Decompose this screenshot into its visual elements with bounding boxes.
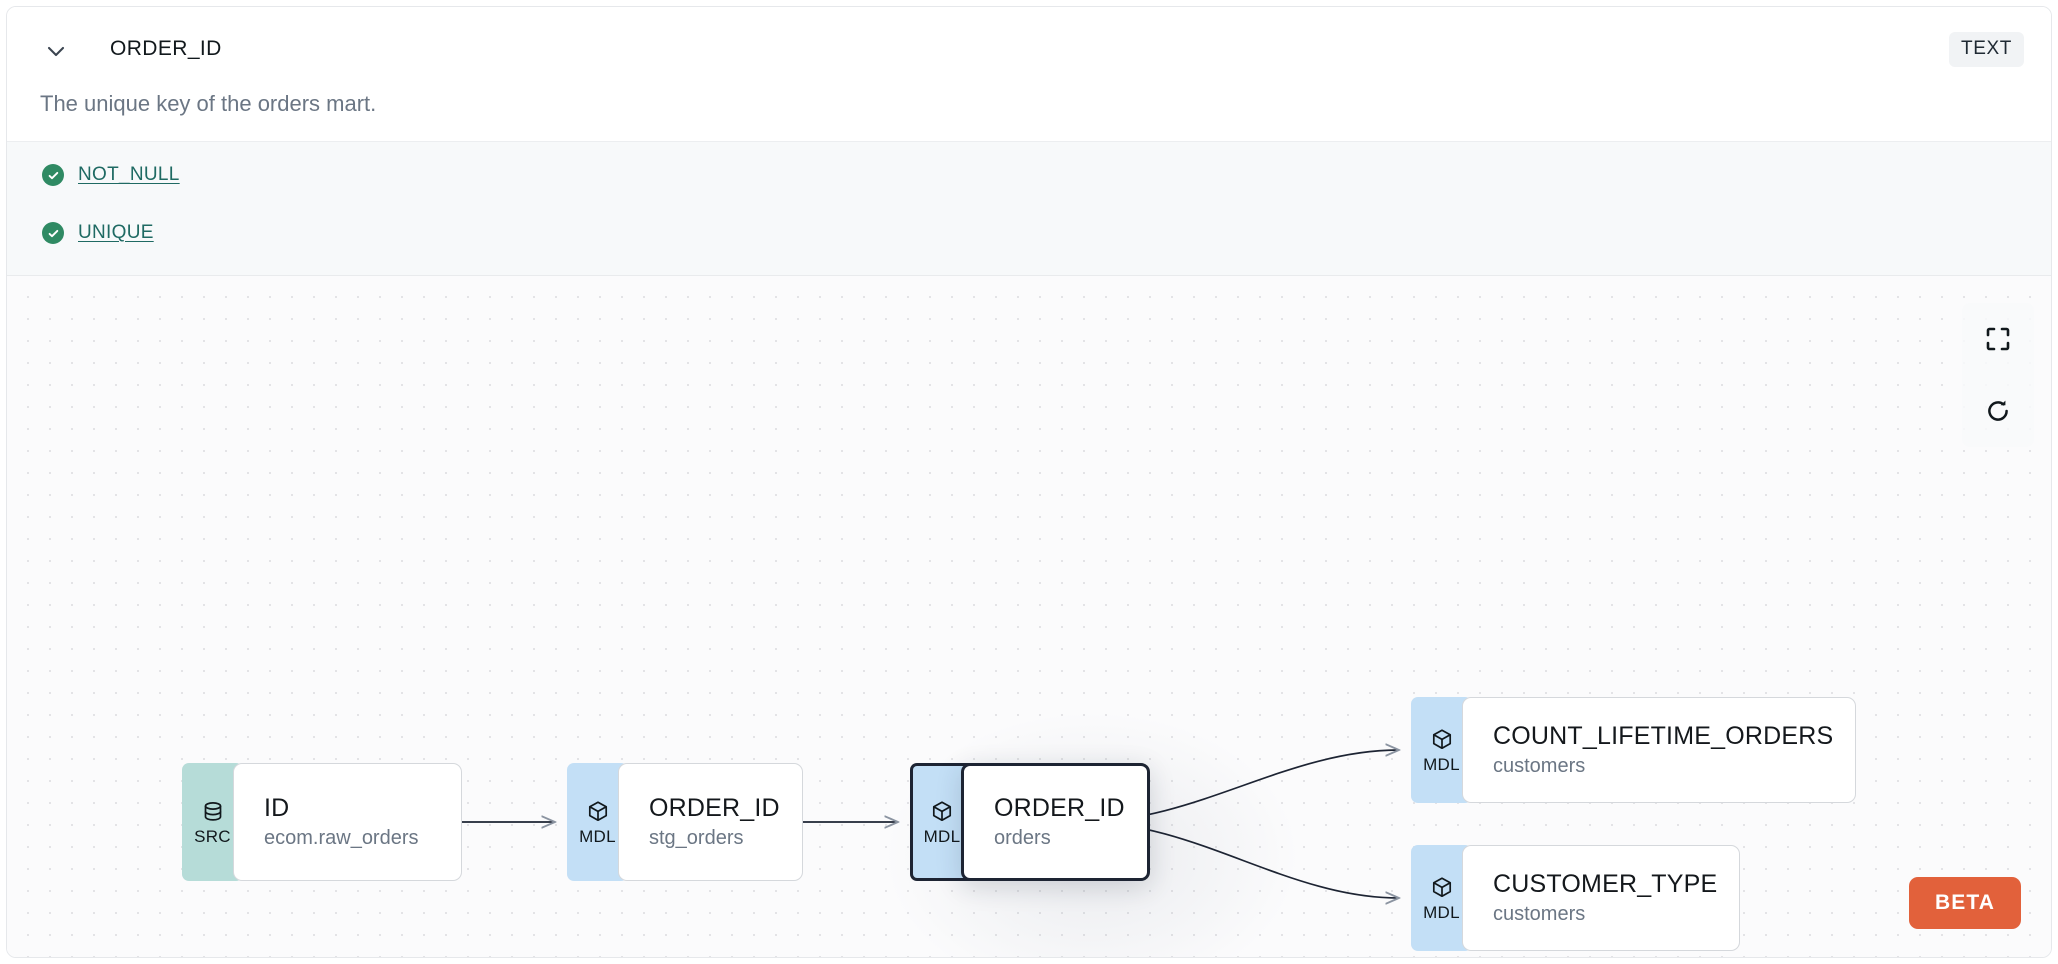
node-title: CUSTOMER_TYPE <box>1493 870 1718 898</box>
check-circle-icon <box>42 164 64 186</box>
column-description: The unique key of the orders mart. <box>40 91 377 116</box>
node-badge-mdl: MDL <box>1411 845 1472 951</box>
node-title: ORDER_ID <box>994 794 1125 822</box>
data-type-badge: TEXT <box>1949 32 2024 67</box>
node-subtitle: stg_orders <box>649 827 744 849</box>
node-badge-mdl: MDL <box>1411 697 1472 803</box>
test-row[interactable]: UNIQUE <box>42 222 154 244</box>
node-badge-mdl: MDL <box>567 763 628 881</box>
panel-header: ORDER_ID TEXT The unique key of the orde… <box>7 7 2051 116</box>
node-subtitle: customers <box>1493 755 1586 777</box>
cube-icon <box>1432 877 1451 898</box>
node-subtitle: customers <box>1493 903 1586 925</box>
test-row[interactable]: NOT_NULL <box>42 164 180 186</box>
node-badge-label: MDL <box>923 827 961 846</box>
lineage-node-src[interactable]: SRC ID ecom.raw_orders <box>182 763 462 881</box>
fit-view-icon <box>1986 327 2010 351</box>
tests-section: NOT_NULL UNIQUE <box>7 141 2051 276</box>
check-circle-icon <box>42 222 64 244</box>
node-title: ORDER_ID <box>649 794 780 822</box>
cube-icon <box>588 801 607 822</box>
test-link-not-null[interactable]: NOT_NULL <box>78 164 180 185</box>
node-badge-label: MDL <box>1423 903 1460 922</box>
node-title: ID <box>264 794 290 822</box>
page-title: ORDER_ID <box>110 37 222 60</box>
beta-badge[interactable]: BETA <box>1908 877 2021 929</box>
node-badge-label: MDL <box>579 827 616 846</box>
graph-controls <box>1962 303 2034 447</box>
node-body: ID ecom.raw_orders <box>233 763 462 881</box>
fit-view-button[interactable] <box>1962 303 2034 375</box>
refresh-icon <box>1988 400 2008 421</box>
cube-icon <box>1432 729 1451 750</box>
node-subtitle: ecom.raw_orders <box>264 827 419 849</box>
node-subtitle: orders <box>994 827 1051 849</box>
lineage-node-count-lifetime-orders[interactable]: MDL COUNT_LIFETIME_ORDERS customers <box>1411 697 1857 803</box>
lineage-canvas[interactable]: SRC ID ecom.raw_orders MDL ORDER_ID stg_… <box>7 276 2051 957</box>
lineage-node-customer-type[interactable]: MDL CUSTOMER_TYPE customers <box>1411 845 1741 951</box>
reset-graph-button[interactable] <box>1962 375 2034 447</box>
node-badge-label: SRC <box>194 827 231 846</box>
node-badge-mdl: MDL <box>910 763 971 881</box>
lineage-node-orders-selected[interactable]: MDL ORDER_ID orders <box>910 763 1150 881</box>
node-badge-src: SRC <box>182 763 243 881</box>
database-icon <box>204 802 221 821</box>
node-body: ORDER_ID stg_orders <box>618 763 803 881</box>
node-body: ORDER_ID orders <box>961 763 1150 881</box>
cube-icon <box>932 801 952 822</box>
node-title: COUNT_LIFETIME_ORDERS <box>1493 722 1834 750</box>
column-detail-panel: ORDER_ID TEXT The unique key of the orde… <box>6 6 2052 958</box>
chevron-down-icon[interactable] <box>45 40 67 62</box>
node-body: CUSTOMER_TYPE customers <box>1462 845 1741 951</box>
lineage-node-stg-orders[interactable]: MDL ORDER_ID stg_orders <box>567 763 803 881</box>
node-body: COUNT_LIFETIME_ORDERS customers <box>1462 697 1857 803</box>
node-badge-label: MDL <box>1423 755 1460 774</box>
test-link-unique[interactable]: UNIQUE <box>78 222 154 243</box>
